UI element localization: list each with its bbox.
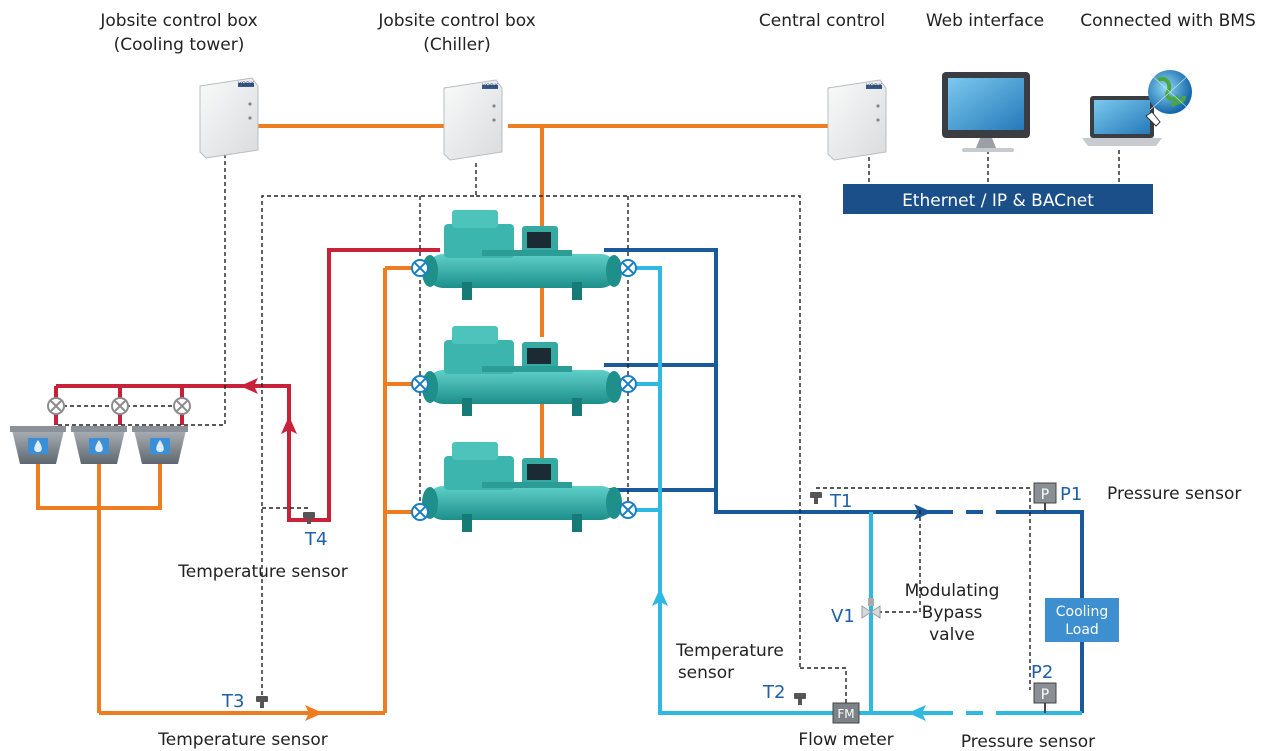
tag-t2: T2: [762, 682, 785, 703]
laptop-icon: [1082, 96, 1162, 146]
network-bar: Ethernet / IP & BACnet: [843, 184, 1153, 214]
york-logo-tower: YORK: [237, 81, 255, 88]
temp-sensor-t3-label: Temperature sensor: [157, 730, 327, 750]
chiller-3: [422, 442, 622, 532]
pressure-sensor-bottom-label: Pressure sensor: [961, 732, 1095, 751]
chiller-box-title-2: (Chiller): [423, 35, 491, 55]
bypass-valve-label-3: valve: [929, 625, 975, 645]
header-labels: Jobsite control box (Cooling tower) Jobs…: [99, 11, 1255, 55]
chiller-box-title-1: Jobsite control box: [377, 11, 535, 31]
temperature-sensor-icons: [256, 492, 822, 708]
pressure-sensor-p2: P: [1033, 682, 1057, 713]
cooling-load-line2: Load: [1065, 622, 1099, 638]
central-control-title: Central control: [759, 11, 885, 31]
pressure-sensor-top-label: Pressure sensor: [1107, 484, 1241, 504]
flow-meter-label: Flow meter: [798, 730, 893, 750]
pressure-sensor-p1: P: [1033, 482, 1057, 512]
network-bar-label: Ethernet / IP & BACnet: [902, 191, 1094, 211]
tag-t1: T1: [829, 491, 852, 512]
globe-icon: [1148, 70, 1192, 114]
tag-t4: T4: [304, 529, 327, 550]
york-logo-chiller: YORK: [481, 83, 499, 90]
monitor-icon: [942, 72, 1030, 152]
condenser-valves: [411, 259, 429, 521]
bms-title: Connected with BMS: [1080, 11, 1256, 31]
tag-p1: P1: [1060, 484, 1082, 505]
p1-symbol: P: [1041, 487, 1049, 503]
p2-symbol: P: [1041, 687, 1049, 703]
temp-sensor-t2-label-2: sensor: [678, 663, 734, 683]
condenser-water-pipes: [36, 124, 832, 715]
control-box-cooling-tower: [199, 77, 259, 159]
web-interface-title: Web interface: [926, 11, 1044, 31]
cooling-towers: [10, 426, 188, 464]
york-logo-central: YORK: [865, 83, 883, 90]
flow-meter: FM: [832, 702, 860, 724]
cooling-load: Cooling Load: [1045, 598, 1119, 642]
tower-box-title-2: (Cooling tower): [114, 35, 245, 55]
temp-sensor-t2-label-1: Temperature: [675, 641, 784, 661]
control-box-chiller: [443, 79, 503, 161]
tag-p2: P2: [1031, 662, 1053, 683]
description-labels: Pressure sensor Pressure sensor Temperat…: [157, 484, 1241, 751]
chiller-1: [422, 210, 622, 300]
chiller-2: [422, 326, 622, 416]
sensor-tags: T4 T3 T1 T2 P1 P2 V1: [221, 484, 1082, 712]
bypass-valve-label-1: Modulating: [905, 581, 1000, 601]
control-box-central: [827, 79, 887, 161]
temp-sensor-t4-label: Temperature sensor: [177, 562, 347, 582]
tag-t3: T3: [221, 691, 244, 712]
hand-pointer-icon: [1145, 111, 1161, 127]
bypass-valve-label-2: Bypass: [922, 603, 983, 623]
tag-v1: V1: [831, 606, 855, 627]
flow-arrows: [240, 378, 932, 721]
flow-meter-symbol: FM: [837, 707, 854, 721]
tower-box-title-1: Jobsite control box: [99, 11, 257, 31]
bypass-valve-v1: [861, 598, 881, 619]
cooling-load-line1: Cooling: [1056, 604, 1108, 620]
